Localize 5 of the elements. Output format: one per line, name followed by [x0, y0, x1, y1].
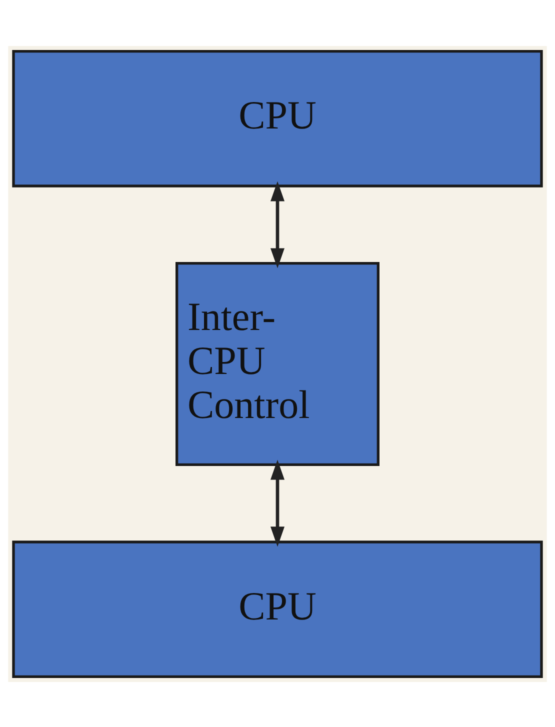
arrow [270, 180, 285, 268]
node-box: CPU [12, 50, 543, 187]
node-box: CPU [12, 540, 543, 678]
arrow [270, 459, 285, 546]
node-box: Inter-CPU Control [176, 262, 380, 466]
